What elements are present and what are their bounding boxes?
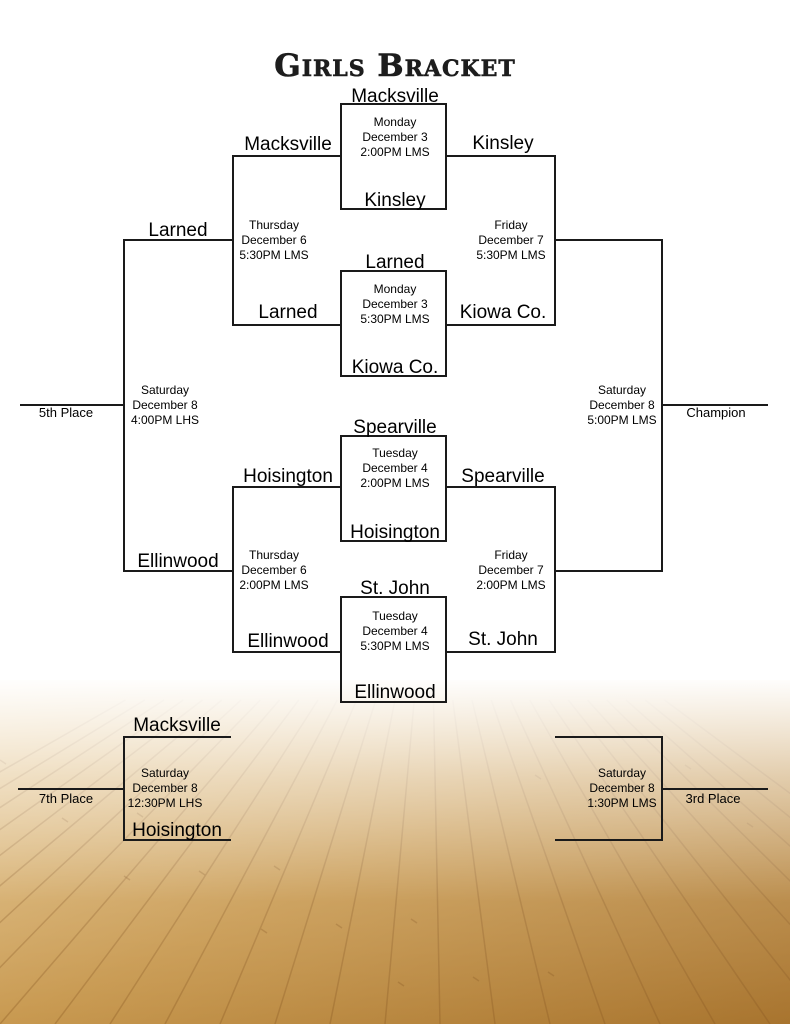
game-time: 5:00PM LMS (587, 413, 656, 427)
team-label: St. John (468, 629, 538, 650)
third-place-game: Saturday December 8 1:30PM LMS 3rd Place (555, 736, 768, 841)
seventh-place-game: Macksville Hoisington Saturday December … (18, 715, 231, 841)
round1-game-3: Spearville Hoisington Tuesday December 4… (340, 417, 447, 543)
game-time: 2:00PM LMS (360, 476, 429, 490)
seventh-place-label: 7th Place (39, 791, 93, 806)
winner-semi-2: Spearville St. John Friday December 7 2:… (446, 466, 556, 653)
game-date: December 8 (589, 398, 655, 412)
team-label: Hoisington (132, 820, 222, 841)
game-time: 5:30PM LMS (360, 312, 429, 326)
game-day: Saturday (598, 766, 646, 780)
game-date: December 4 (362, 624, 428, 638)
team-label: Larned (258, 302, 317, 323)
team-label: Larned (365, 252, 424, 273)
champion-label: Champion (686, 405, 745, 420)
game-time: 1:30PM LMS (587, 796, 656, 810)
bracket-title: Girls Bracket (274, 48, 516, 84)
consolation-semi-2: Hoisington Ellinwood Thursday December 6… (232, 466, 341, 653)
game-day: Thursday (249, 548, 299, 562)
team-label: Larned (148, 220, 207, 241)
round1-game-4: St. John Ellinwood Tuesday December 4 5:… (340, 578, 447, 703)
game-time: 12:30PM LHS (128, 796, 203, 810)
game-day: Saturday (141, 766, 189, 780)
third-place-label: 3rd Place (686, 791, 741, 806)
game-date: December 8 (132, 781, 198, 795)
team-label: Macksville (244, 134, 332, 155)
winner-semi-1: Kinsley Kiowa Co. Friday December 7 5:30… (446, 133, 556, 326)
team-label: Spearville (461, 466, 544, 487)
game-time: 2:00PM LMS (360, 145, 429, 159)
team-label: Ellinwood (137, 551, 218, 572)
game-day: Friday (494, 218, 527, 232)
team-label: Kiowa Co. (460, 302, 547, 323)
game-date: December 3 (362, 130, 428, 144)
game-day: Thursday (249, 218, 299, 232)
game-date: December 8 (589, 781, 655, 795)
game-time: 5:30PM LMS (360, 639, 429, 653)
consolation-semi-1: Macksville Larned Thursday December 6 5:… (232, 134, 341, 326)
game-time: 4:00PM LHS (131, 413, 199, 427)
game-time: 5:30PM LMS (239, 248, 308, 262)
game-day: Saturday (141, 383, 189, 397)
game-day: Tuesday (372, 446, 418, 460)
team-label: Macksville (351, 86, 439, 107)
championship-game: Saturday December 8 5:00PM LMS Champion (555, 239, 768, 572)
team-label: Kiowa Co. (352, 357, 439, 378)
team-label: St. John (360, 578, 430, 599)
game-time: 5:30PM LMS (476, 248, 545, 262)
team-label: Hoisington (243, 466, 333, 487)
game-date: December 6 (241, 233, 307, 247)
game-day: Tuesday (372, 609, 418, 623)
game-time: 2:00PM LMS (476, 578, 545, 592)
game-date: December 4 (362, 461, 428, 475)
team-label: Ellinwood (247, 631, 328, 652)
game-day: Friday (494, 548, 527, 562)
team-label: Macksville (133, 715, 221, 736)
game-date: December 7 (478, 233, 544, 247)
game-date: December 6 (241, 563, 307, 577)
game-date: December 3 (362, 297, 428, 311)
fifth-place-game: Larned Ellinwood Saturday December 8 4:0… (20, 220, 233, 572)
game-day: Saturday (598, 383, 646, 397)
team-label: Kinsley (364, 190, 426, 211)
round1-game-1: Macksville Kinsley Monday December 3 2:0… (340, 86, 447, 211)
round1-game-2: Larned Kiowa Co. Monday December 3 5:30P… (340, 252, 447, 378)
fifth-place-label: 5th Place (39, 405, 93, 420)
game-time: 2:00PM LMS (239, 578, 308, 592)
game-day: Monday (374, 115, 417, 129)
game-date: December 8 (132, 398, 198, 412)
team-label: Kinsley (472, 133, 534, 154)
game-day: Monday (374, 282, 417, 296)
team-label: Hoisington (350, 522, 440, 543)
team-label: Ellinwood (354, 682, 435, 703)
team-label: Spearville (353, 417, 436, 438)
game-date: December 7 (478, 563, 544, 577)
